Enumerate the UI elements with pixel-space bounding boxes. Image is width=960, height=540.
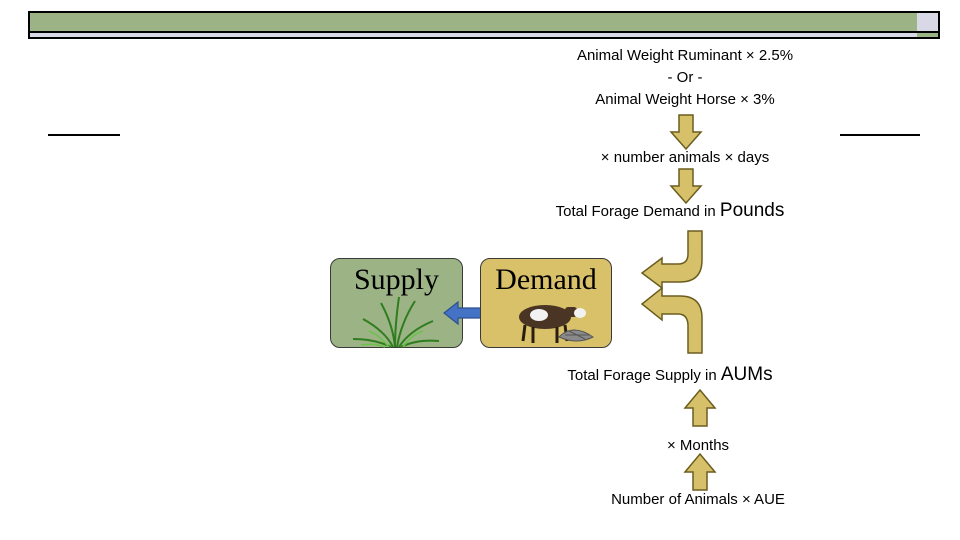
curved-arrow-demand-icon: [640, 230, 703, 290]
supply-total-unit: AUMs: [720, 364, 773, 385]
title-bar-underline: [30, 33, 919, 37]
title-bar-fill: [30, 13, 919, 31]
cow-icon: [519, 305, 594, 343]
title-bar: [28, 11, 940, 39]
demand-total-unit: Pounds: [719, 200, 785, 221]
supply-box-label: Supply: [353, 263, 440, 296]
supply-multiply: × Months: [666, 437, 730, 454]
up-arrow-icon: [683, 452, 717, 491]
demand-total-prefix: Total Forage Demand in: [555, 203, 720, 220]
down-arrow-icon: [669, 168, 703, 205]
left-rule: [48, 134, 120, 136]
demand-weight-horse: Animal Weight Horse × 3%: [595, 91, 775, 108]
curved-arrow-supply-icon: [640, 286, 703, 354]
demand-box-label: Demand: [495, 263, 597, 296]
supply-total-prefix: Total Forage Supply in: [567, 367, 721, 384]
demand-multiply: × number animals × days: [600, 149, 770, 166]
supply-box: Supply: [330, 258, 463, 348]
demand-weight-ruminant: Animal Weight Ruminant × 2.5%: [576, 47, 794, 64]
title-bar-corner-lower: [917, 31, 938, 37]
title-bar-corner: [917, 13, 938, 31]
demand-box: Demand: [480, 258, 612, 348]
grass-icon: [352, 296, 440, 348]
title-bar-divider: [30, 31, 917, 33]
demand-total: Total Forage Demand in Pounds: [520, 200, 820, 222]
supply-total: Total Forage Supply in AUMs: [520, 364, 820, 386]
demand-or-separator: - Or -: [667, 69, 703, 86]
down-arrow-icon: [669, 114, 703, 151]
supply-base: Number of Animals × AUE: [611, 491, 785, 508]
up-arrow-icon: [683, 388, 717, 427]
right-rule: [840, 134, 920, 136]
